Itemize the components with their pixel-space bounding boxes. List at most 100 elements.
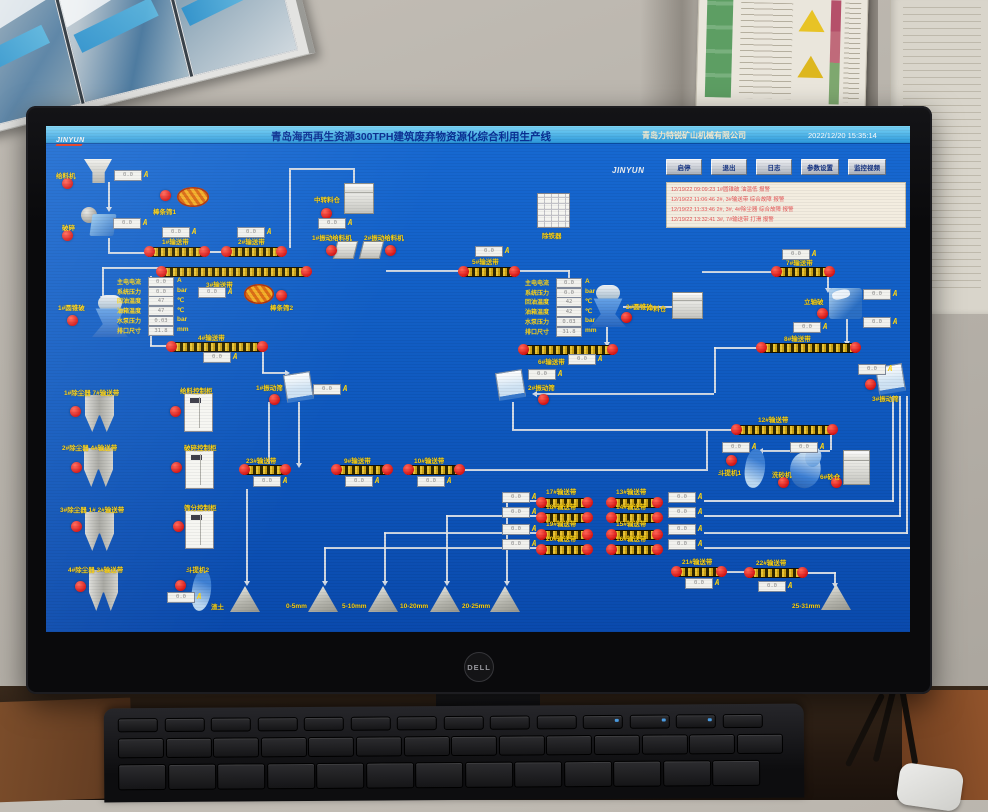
keyboard-key[interactable] <box>257 717 298 732</box>
keyboard-key[interactable] <box>582 714 623 730</box>
alarm-row[interactable]: 12/19/22 13:32:41 3#, 7#输送带 打滑 报警 <box>671 217 774 223</box>
alarm-row[interactable]: 12/19/22 09:09:23 1#圆锥破 油温低 报警 <box>671 187 771 193</box>
keyboard-key[interactable] <box>689 734 736 755</box>
keyboard-key[interactable] <box>117 718 158 733</box>
ampere-unit: A <box>698 507 703 516</box>
keyboard-key[interactable] <box>396 716 437 731</box>
keyboard-key[interactable] <box>165 737 212 759</box>
menu-button[interactable]: 日志 <box>756 159 792 175</box>
conveyor-belt <box>536 544 593 555</box>
equipment-label: 18#输送带 <box>546 504 577 511</box>
parameter-value: 0.0 <box>148 286 174 297</box>
keyboard-key[interactable] <box>629 714 670 729</box>
conveyor-belt <box>756 342 861 353</box>
keyboard-key[interactable] <box>722 713 763 729</box>
conveyor-belt <box>239 464 291 475</box>
keyboard-key[interactable] <box>641 734 688 755</box>
flow-arrow-icon <box>532 390 537 397</box>
keyboard-key[interactable] <box>308 736 355 758</box>
keyboard-key[interactable] <box>403 736 450 757</box>
equipment-label: 7#料仓 <box>646 306 667 313</box>
status-indicator <box>171 462 182 473</box>
flow-arrow-icon <box>603 342 610 347</box>
cone-icon <box>92 295 128 337</box>
equipment-label: 13#输送带 <box>616 489 647 496</box>
keyboard-key[interactable] <box>303 716 344 732</box>
conveyor-belt <box>536 497 593 508</box>
keyboard-key[interactable] <box>489 715 530 730</box>
keyboard-key[interactable] <box>365 762 414 789</box>
parameter-value: 42 <box>556 307 582 318</box>
keyboard-key[interactable] <box>563 760 612 788</box>
equipment-label: 2#振动给料机 <box>364 235 404 242</box>
parameter-unit: A <box>585 278 590 285</box>
menu-button[interactable]: 退出 <box>711 159 747 175</box>
flow-arrow-icon <box>295 463 302 468</box>
equipment-label: 给料机 <box>56 173 76 180</box>
parameter-value: 0.0 <box>148 277 174 287</box>
menu-button[interactable]: 参数设置 <box>801 159 839 175</box>
ampere-unit: A <box>698 492 703 501</box>
keyboard-key[interactable] <box>164 717 205 733</box>
keyboard-key[interactable] <box>662 760 711 787</box>
flow-line <box>512 426 741 433</box>
keyboard-key[interactable] <box>514 761 563 788</box>
cabinet-icon <box>185 510 214 549</box>
equipment-label: 6#砂仓 <box>820 474 841 481</box>
keyboard-key[interactable] <box>118 764 167 791</box>
status-indicator <box>170 406 181 417</box>
keyboard-key[interactable] <box>350 716 391 731</box>
keyboard-key[interactable] <box>266 762 315 790</box>
flow-line <box>512 402 514 429</box>
keyboard-key[interactable] <box>712 759 761 787</box>
parameter-label: 油箱温度 <box>117 309 142 316</box>
keyboard-key[interactable] <box>117 738 165 759</box>
keyboard <box>103 703 805 803</box>
parameter-value: 47 <box>148 306 174 317</box>
alarm-list[interactable]: 12/19/22 09:09:23 1#圆锥破 油温低 报警 12/19/22 1… <box>666 182 906 228</box>
keyboard-key[interactable] <box>675 714 716 729</box>
parameter-label: 回油温度 <box>525 300 550 307</box>
keyboard-key[interactable] <box>498 735 545 756</box>
menu-button[interactable]: 监控视频 <box>848 159 886 175</box>
alarm-row[interactable]: 12/19/22 11:33:46 2#, 3#, 4#除尘器 综合故障 报警 <box>671 207 794 213</box>
keyboard-key[interactable] <box>593 734 641 756</box>
keyboard-key[interactable] <box>736 733 783 755</box>
keyboard-key[interactable] <box>316 762 365 789</box>
conveyor-belt <box>221 246 287 257</box>
keyboard-key[interactable] <box>443 715 484 731</box>
keyboard-key[interactable] <box>464 761 513 788</box>
keyboard-key[interactable] <box>536 715 577 730</box>
keyboard-key[interactable] <box>546 735 593 756</box>
equipment-label: 1#输送带 <box>162 239 189 246</box>
flow-line <box>262 369 290 376</box>
status-indicator <box>71 521 82 532</box>
keyboard-key[interactable] <box>613 760 662 787</box>
keyboard-key[interactable] <box>167 763 216 790</box>
status-indicator <box>269 394 280 405</box>
key-backlight-icon <box>707 718 712 722</box>
flow-line <box>289 168 353 170</box>
keyboard-key[interactable] <box>217 763 266 790</box>
keyboard-key[interactable] <box>260 737 307 758</box>
alarm-row[interactable]: 12/19/22 11:06:46 2#, 3#输送带 综合故障 报警 <box>671 197 785 203</box>
flow-line <box>704 532 908 534</box>
keyboard-key[interactable] <box>210 717 251 732</box>
menu-button[interactable]: 启停 <box>666 159 702 175</box>
washer-icon <box>787 450 824 490</box>
equipment-label: 20#输送带 <box>546 536 577 543</box>
status-indicator <box>817 308 828 319</box>
equipment-label: 斗提机2 <box>186 567 210 574</box>
keyboard-key[interactable] <box>355 736 403 757</box>
sizer-icon <box>282 371 315 403</box>
status-indicator <box>67 315 78 326</box>
parameter-label: 水泵压力 <box>117 318 142 325</box>
keyboard-key[interactable] <box>415 761 464 789</box>
keyboard-key[interactable] <box>451 735 498 757</box>
scada-title-bar <box>46 126 910 144</box>
keyboard-key[interactable] <box>213 737 260 758</box>
status-indicator <box>62 230 73 241</box>
